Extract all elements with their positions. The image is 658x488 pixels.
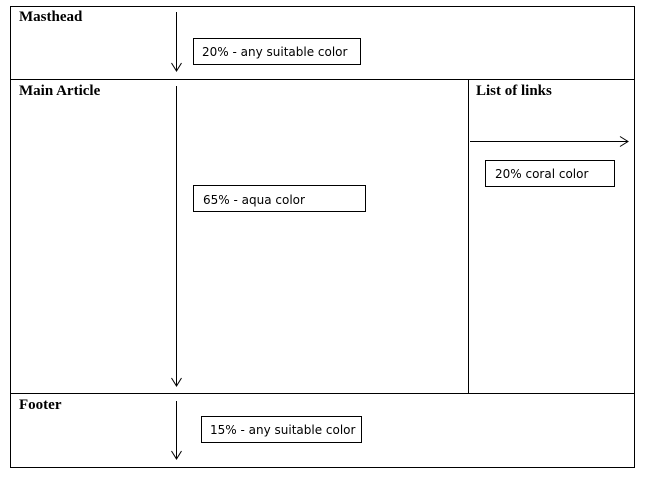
main-article-down-arrow: [171, 86, 182, 387]
masthead-section: Masthead 20% - any suitable color: [19, 9, 361, 72]
footer-section: Footer 15% - any suitable color: [19, 397, 362, 460]
main-article-section: Main Article 65% - aqua color: [19, 83, 366, 387]
list-of-links-note: 20% coral color: [495, 167, 588, 181]
main-article-note: 65% - aqua color: [203, 193, 305, 207]
outer-frame: [10, 6, 635, 468]
footer-down-arrow: [171, 401, 182, 460]
list-of-links-section: List of links 20% coral color: [470, 83, 629, 187]
footer-title: Footer: [19, 397, 62, 413]
list-of-links-title: List of links: [476, 83, 552, 99]
masthead-note: 20% - any suitable color: [202, 45, 348, 59]
list-of-links-right-arrow: [470, 136, 629, 147]
footer-note-box: [201, 416, 362, 443]
masthead-note-box: [193, 38, 361, 65]
footer-note: 15% - any suitable color: [210, 423, 356, 437]
main-article-note-box: [193, 185, 366, 212]
masthead-down-arrow: [171, 12, 182, 72]
list-of-links-note-box: [485, 160, 615, 187]
masthead-title: Masthead: [19, 9, 83, 25]
main-article-title: Main Article: [19, 83, 101, 99]
